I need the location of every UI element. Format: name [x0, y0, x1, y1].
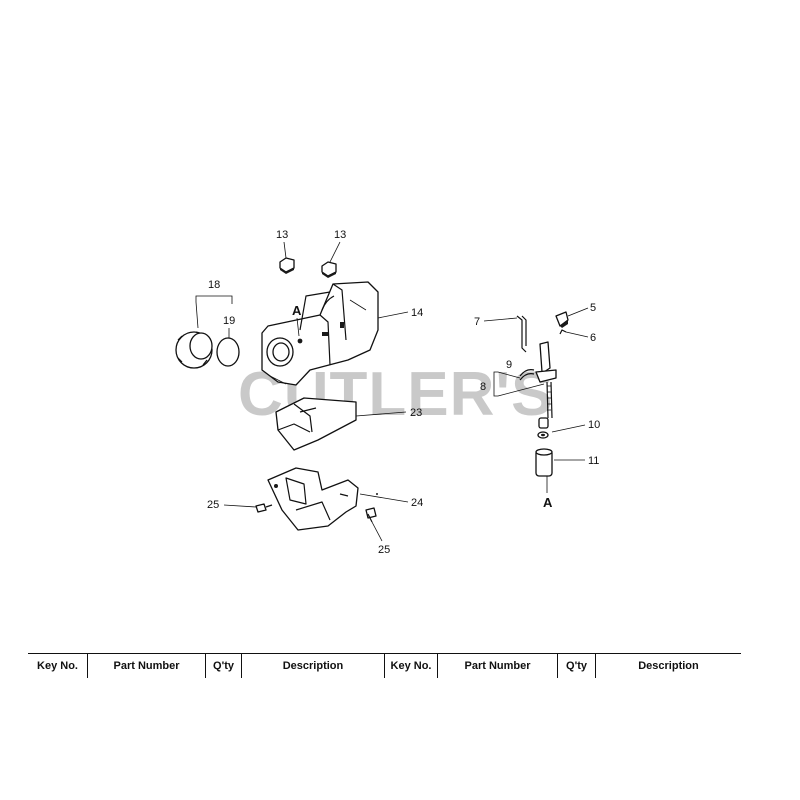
svg-text:6: 6: [590, 332, 596, 344]
tank-shield: [275, 397, 357, 451]
svg-text:19: 19: [223, 315, 235, 327]
fuel-filter-cap-10: [537, 417, 549, 439]
header-row: Key No. Part Number Q'ty Description Key…: [28, 654, 741, 678]
callout-9: 9: [506, 359, 512, 371]
svg-text:13: 13: [276, 229, 288, 241]
col-key-no-2: Key No.: [385, 654, 438, 678]
svg-text:13: 13: [334, 229, 346, 241]
fuel-filter-11: [535, 448, 553, 477]
callout-18: 18: [195, 279, 233, 329]
fuel-cap: [175, 331, 213, 369]
svg-text:7: 7: [474, 316, 480, 328]
fuel-tank: [261, 281, 379, 386]
svg-text:25: 25: [378, 544, 390, 556]
callout-8: 8: [480, 371, 545, 397]
col-description: Description: [242, 654, 385, 678]
svg-text:A: A: [543, 495, 553, 510]
svg-text:A: A: [292, 303, 302, 318]
callout-23: 23: [355, 407, 422, 419]
callout-5: 5: [567, 302, 596, 317]
callout-6: 6: [565, 331, 596, 344]
callout-13b: 13: [329, 229, 346, 263]
clip-6: [559, 329, 567, 335]
svg-text:5: 5: [590, 302, 596, 314]
callout-19: 19: [223, 315, 235, 338]
svg-text:24: 24: [411, 497, 423, 509]
callout-24: 24: [359, 493, 423, 509]
callout-25b: 25: [371, 521, 390, 556]
grommet: [279, 257, 295, 274]
callout-25a: 25: [207, 499, 257, 511]
fuel-tube-9: [519, 369, 535, 381]
col-part-number: Part Number: [88, 654, 206, 678]
col-description-2: Description: [638, 660, 699, 672]
col-part-number-2: Part Number: [438, 654, 558, 678]
cap-gasket: [216, 337, 240, 367]
callout-10: 10: [551, 419, 600, 433]
svg-text:10: 10: [588, 419, 600, 431]
bolt: [255, 503, 273, 513]
tank-bracket: [267, 467, 359, 531]
svg-text:25: 25: [207, 499, 219, 511]
svg-text:9: 9: [506, 359, 512, 371]
svg-text:14: 14: [411, 307, 423, 319]
fuel-tube-7: [516, 315, 527, 353]
callout-14: 14: [377, 307, 423, 319]
col-qty: Q'ty: [206, 654, 242, 678]
svg-text:11: 11: [588, 455, 599, 467]
callout-7: 7: [474, 316, 518, 328]
callout-13a: 13: [276, 229, 288, 259]
svg-text:8: 8: [480, 381, 486, 393]
grommet: [321, 261, 337, 278]
pointer-a-filter: A: [543, 476, 553, 510]
col-key-no: Key No.: [28, 654, 88, 678]
svg-text:18: 18: [208, 279, 220, 291]
callout-11: 11: [554, 455, 599, 467]
svg-text:23: 23: [410, 407, 422, 419]
fuel-line-8: [535, 341, 557, 419]
col-qty-2: Q'ty: [558, 654, 596, 678]
parts-list-header: Key No. Part Number Q'ty Description Key…: [28, 653, 741, 678]
fuel-valve-5: [555, 311, 569, 328]
pointer-a-tank: A: [292, 303, 302, 337]
bolt: [365, 507, 377, 523]
